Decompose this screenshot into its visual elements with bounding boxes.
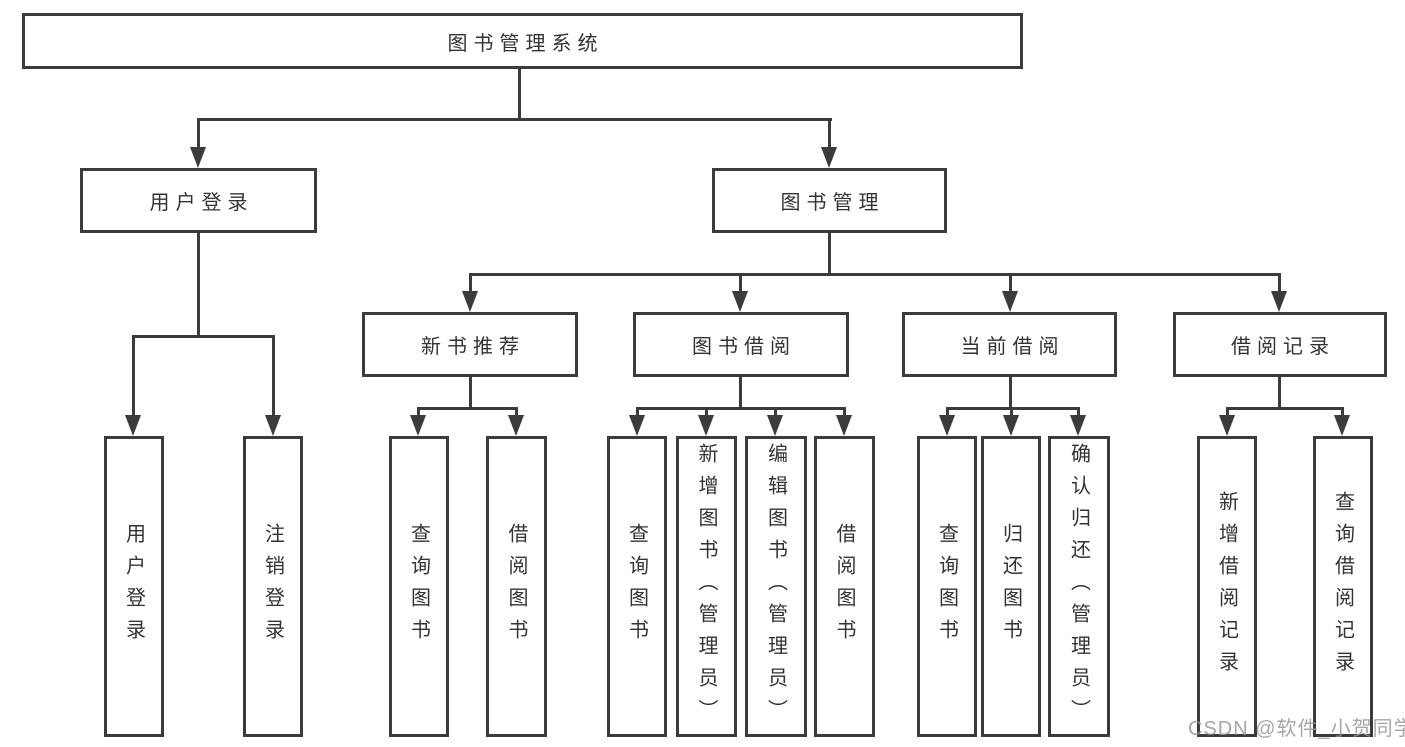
arrow-down-icon — [190, 147, 206, 168]
csdn-watermark: CSDN @软件_小贺同学 — [1188, 718, 1405, 740]
leaf-return-books: 归还图书 — [981, 436, 1041, 737]
connector-line — [705, 407, 708, 418]
connector-line — [739, 377, 742, 409]
node-user-login: 用户登录 — [80, 168, 317, 233]
connector-line — [774, 407, 777, 418]
connector-line — [518, 69, 521, 118]
arrow-down-icon — [1219, 415, 1235, 436]
leaf-borrow-books: 借阅图书 — [814, 436, 875, 737]
connector-line — [1226, 407, 1229, 418]
arrow-down-icon — [1334, 415, 1350, 436]
connector-line — [636, 407, 846, 410]
connector-line — [417, 407, 420, 418]
leaf-logout: 注销登录 — [243, 436, 303, 737]
arrow-down-icon — [698, 415, 714, 436]
arrow-down-icon — [1271, 291, 1287, 312]
connector-line — [1226, 407, 1344, 410]
arrow-down-icon — [1002, 291, 1018, 312]
leaf-borrow-books-recommend: 借阅图书 — [486, 436, 547, 737]
connector-line — [828, 118, 831, 151]
connector-line — [1278, 273, 1281, 295]
arrow-down-icon — [508, 415, 524, 436]
arrow-down-icon — [767, 415, 783, 436]
leaf-query-books-recommend: 查询图书 — [389, 436, 449, 737]
leaf-edit-books-admin: 编辑图书（管理员） — [745, 436, 807, 737]
connector-line — [197, 118, 832, 121]
leaf-confirm-return-admin: 确认归还（管理员） — [1048, 436, 1110, 737]
connector-line — [946, 407, 949, 418]
connector-line — [946, 407, 1080, 410]
connector-line — [636, 407, 639, 418]
leaf-add-borrow-record: 新增借阅记录 — [1197, 436, 1257, 737]
arrow-down-icon — [836, 415, 852, 436]
connector-line — [843, 407, 846, 418]
arrow-down-icon — [265, 415, 281, 436]
connector-line — [1009, 273, 1012, 295]
connector-line — [515, 407, 518, 418]
leaf-query-borrow-record: 查询借阅记录 — [1313, 436, 1373, 737]
connector-line — [739, 273, 742, 295]
arrow-down-icon — [821, 147, 837, 168]
arrow-down-icon — [629, 415, 645, 436]
connector-line — [828, 233, 831, 273]
connector-line — [1010, 407, 1013, 418]
connector-line — [1278, 377, 1281, 409]
arrow-down-icon — [939, 415, 955, 436]
connector-line — [469, 377, 472, 409]
connector-line — [197, 118, 200, 151]
node-borrowing-records: 借阅记录 — [1173, 312, 1387, 377]
connector-line — [1341, 407, 1344, 418]
connector-line — [417, 407, 518, 410]
connector-line — [469, 273, 472, 295]
arrow-down-icon — [410, 415, 426, 436]
leaf-query-books-current: 查询图书 — [917, 436, 977, 737]
node-library-management-system: 图书管理系统 — [22, 13, 1023, 69]
leaf-user-login: 用户登录 — [104, 436, 164, 737]
arrow-down-icon — [1070, 415, 1086, 436]
arrow-down-icon — [125, 415, 141, 436]
node-current-borrowing: 当前借阅 — [902, 312, 1117, 377]
node-book-management: 图书管理 — [712, 168, 947, 233]
connector-line — [132, 335, 135, 417]
node-new-book-recommend: 新书推荐 — [362, 312, 578, 377]
connector-line — [132, 335, 275, 338]
arrow-down-icon — [732, 291, 748, 312]
connector-line — [1009, 377, 1012, 409]
leaf-query-books-borrowing: 查询图书 — [607, 436, 667, 737]
node-book-borrowing: 图书借阅 — [633, 312, 849, 377]
connector-line — [197, 233, 200, 337]
arrow-down-icon — [462, 291, 478, 312]
leaf-add-books-admin: 新增图书（管理员） — [676, 436, 737, 737]
connector-line — [469, 273, 1281, 276]
connector-line — [272, 335, 275, 417]
connector-line — [1077, 407, 1080, 418]
arrow-down-icon — [1003, 415, 1019, 436]
